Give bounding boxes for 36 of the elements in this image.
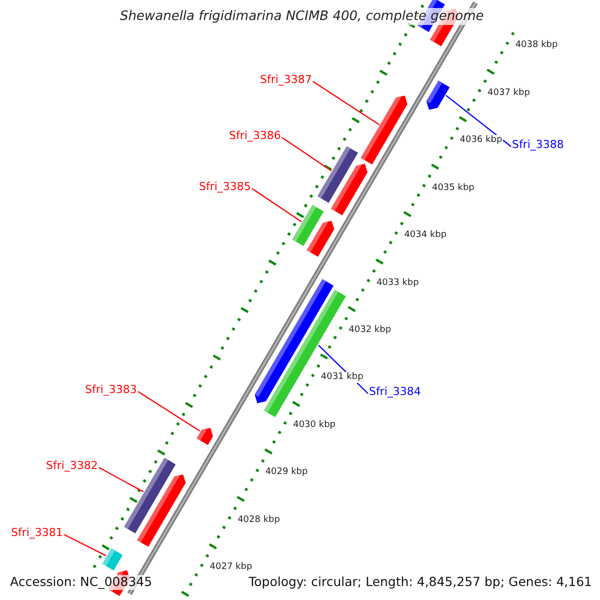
tick-label: 4034 kbp: [403, 230, 448, 242]
leader-line: [64, 534, 106, 556]
gene-label: Sfri_3385: [199, 181, 251, 192]
gene-label: Sfri_3387: [260, 74, 312, 85]
leader-line: [98, 466, 144, 492]
leader-line: [138, 391, 200, 432]
leader-line: [312, 81, 380, 126]
tick-label: 4028 kbp: [236, 514, 281, 526]
tick-label: 4029 kbp: [264, 467, 309, 478]
gene-label: Sfri_3388: [512, 139, 564, 150]
gene-label: Sfri_3384: [369, 386, 421, 397]
gene-feature: [331, 164, 368, 216]
gene-feature: [196, 428, 213, 445]
gene-label: Sfri_3386: [229, 130, 281, 141]
leader-line: [446, 94, 512, 147]
leader-line: [282, 137, 332, 172]
gene-label: Sfri_3381: [11, 527, 63, 538]
leader-line: [252, 188, 302, 222]
gene-label: Sfri_3383: [85, 384, 137, 395]
gene-block: [102, 548, 123, 570]
gene-feature: [360, 96, 408, 164]
gene-block: [264, 290, 346, 418]
tick-label: 4027 kbp: [208, 562, 254, 574]
tick-label: 4030 kbp: [292, 420, 337, 431]
tick-label: 4038 kbp: [514, 40, 559, 52]
tick-label: 4031 kbp: [320, 372, 364, 384]
tick-label: 4035 kbp: [430, 182, 476, 194]
tick-label: 4033 kbp: [375, 278, 420, 289]
gene-label: Sfri_3382: [46, 460, 98, 471]
footer-text: Topology: circular; Length: 4,845,257 bp; Genes: 4,161: [246, 575, 594, 590]
tick-label: 4036 kbp: [458, 135, 504, 146]
gene-feature: [306, 220, 334, 257]
gene-feature: [137, 474, 186, 547]
gene-feature: [426, 80, 450, 110]
tick-label: 4032 kbp: [348, 325, 392, 336]
tick-label: 4037 kbp: [486, 88, 531, 99]
